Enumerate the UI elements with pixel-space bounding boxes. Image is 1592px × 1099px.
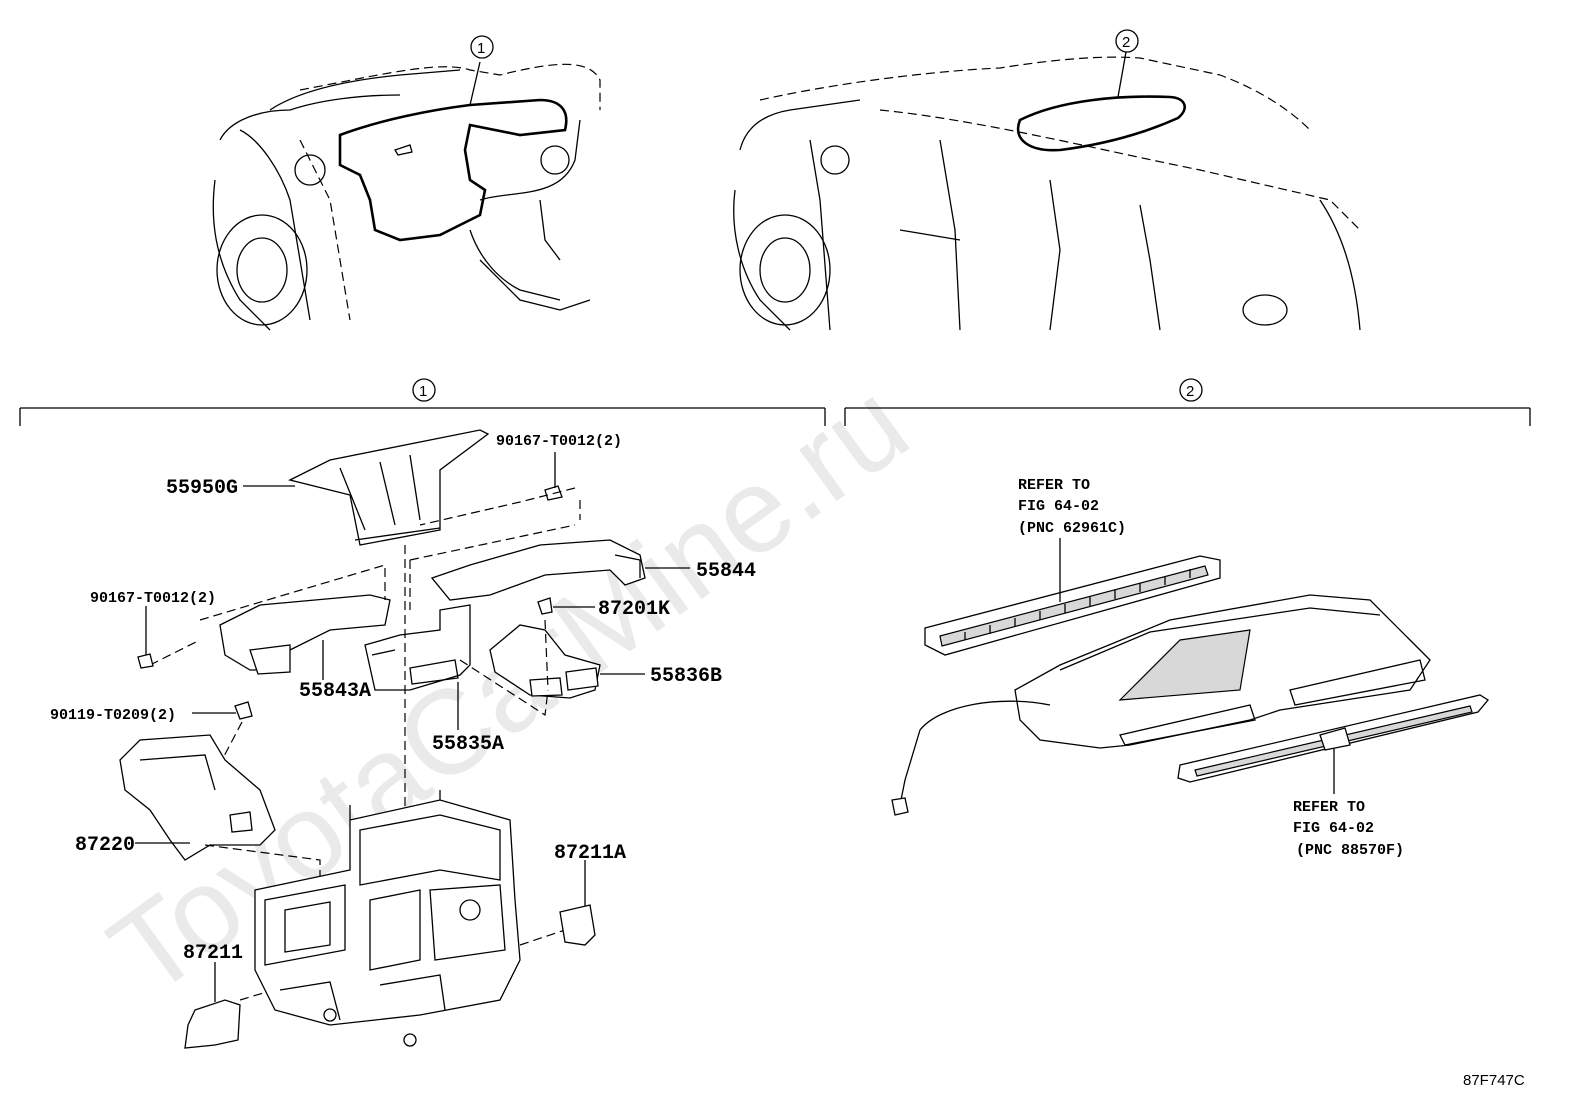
part-number-87201K: 87201K xyxy=(598,598,670,621)
part-87211A-drawing xyxy=(559,860,596,946)
part-55835A-drawing xyxy=(364,604,471,691)
part-number-90119: 90119-T0209(2) xyxy=(50,707,176,724)
svg-text:(PNC 88570F): (PNC 88570F) xyxy=(1296,842,1404,859)
figure-code: 87F747C xyxy=(1463,1072,1525,1089)
svg-text:REFER TO: REFER TO xyxy=(1293,799,1365,816)
svg-text:1: 1 xyxy=(477,40,485,57)
part-87220-drawing xyxy=(119,734,276,861)
part-number-87211: 87211 xyxy=(183,942,243,965)
callout-2-top: 2 xyxy=(1115,29,1139,53)
part-number-55843A: 55843A xyxy=(299,680,371,703)
reference-note-top: REFER TO FIG 64-02 (PNC 62961C) xyxy=(1018,477,1126,537)
dash-87211A xyxy=(519,924,581,946)
part-number-87220: 87220 xyxy=(75,834,135,857)
part-number-55836B: 55836B xyxy=(650,665,722,688)
hvac-unit-drawing xyxy=(254,790,521,1047)
clip-87201K xyxy=(537,597,595,615)
dash-55844 xyxy=(409,524,576,610)
interior-vehicle-view xyxy=(212,61,601,331)
part-55950G-drawing xyxy=(288,429,490,546)
part-55843A-drawing xyxy=(149,564,391,675)
callout-1-top: 1 xyxy=(470,35,494,59)
screw-90167-left xyxy=(137,606,154,669)
part-number-55835A: 55835A xyxy=(432,733,504,756)
part-number-87211A: 87211A xyxy=(554,842,626,865)
svg-text:1: 1 xyxy=(419,383,427,400)
svg-text:FIG 64-02: FIG 64-02 xyxy=(1018,498,1099,515)
screw-90167-upper xyxy=(419,452,581,526)
svg-text:(PNC 62961C): (PNC 62961C) xyxy=(1018,520,1126,537)
part-number-90167-left: 90167-T0012(2) xyxy=(90,590,216,607)
exterior-vehicle-view xyxy=(733,51,1361,331)
part-55836B-drawing xyxy=(459,619,601,717)
roof-vent-housing-drawing xyxy=(891,594,1431,816)
roof-light-panel-drawing xyxy=(1177,694,1489,794)
svg-text:2: 2 xyxy=(1122,34,1130,51)
section-bracket-2: 2 xyxy=(844,378,1531,426)
part-55844-drawing xyxy=(430,539,646,601)
svg-text:2: 2 xyxy=(1186,383,1194,400)
part-87211-drawing xyxy=(184,962,241,1049)
screw-90119 xyxy=(192,701,253,761)
section-bracket-1: 1 xyxy=(19,378,826,426)
roof-grille-drawing xyxy=(924,538,1221,656)
part-number-55844: 55844 xyxy=(696,560,756,583)
part-number-90167-upper: 90167-T0012(2) xyxy=(496,433,622,450)
svg-text:FIG 64-02: FIG 64-02 xyxy=(1293,820,1374,837)
svg-text:REFER TO: REFER TO xyxy=(1018,477,1090,494)
part-number-55950G: 55950G xyxy=(166,477,238,500)
reference-note-bottom: REFER TO FIG 64-02 (PNC 88570F) xyxy=(1293,799,1404,859)
